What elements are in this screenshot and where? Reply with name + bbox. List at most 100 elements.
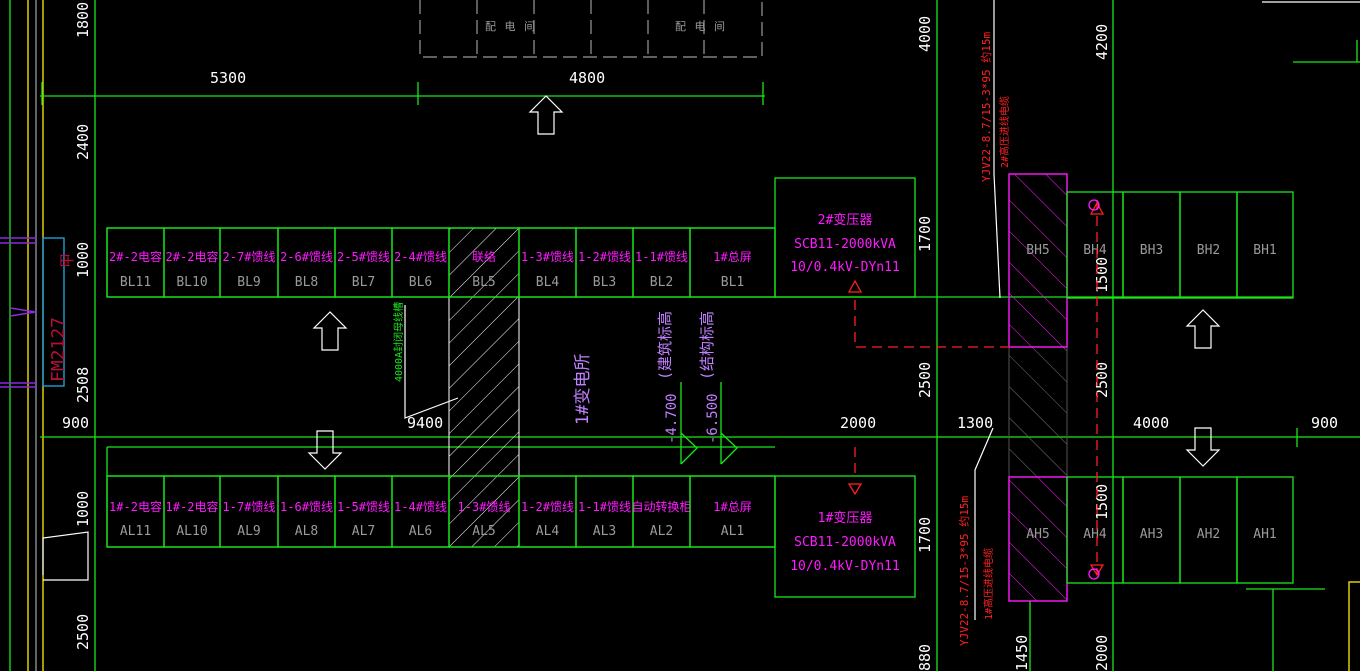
- level-markers: [680, 382, 738, 465]
- hv-cabinet-bh1[interactable]: BH1: [1236, 191, 1294, 299]
- dim-2500-right: 2500: [916, 362, 934, 398]
- hv-cabinet-ah3[interactable]: AH3: [1122, 476, 1181, 584]
- dim-2500-right-b: 2500: [1093, 362, 1111, 398]
- dim-1300: 1300: [957, 414, 993, 432]
- panel-name: 1-1#馈线: [578, 500, 631, 514]
- arrow-up-icon: [1185, 309, 1221, 349]
- busway-label: 4000A封闭母线槽: [392, 302, 405, 382]
- panel-id: BL4: [536, 275, 560, 290]
- dim-1000-top: 1000: [74, 242, 92, 278]
- panel-name: 2-7#馈线: [223, 250, 276, 264]
- panel-name: 2#-2电容: [109, 249, 162, 264]
- dimension-lines: [40, 82, 1360, 447]
- dim-1450: 1450: [1013, 635, 1031, 671]
- low-voltage-row-a: 1#-2电容AL111#-2电容AL101-7#馈线AL91-6#馈线AL81-…: [106, 475, 776, 548]
- hv-outline: [1008, 476, 1068, 602]
- struct-level-label: (结构标高: [698, 311, 716, 380]
- dim-1800: 1800: [74, 2, 92, 38]
- hv-cabinet-bh3[interactable]: BH3: [1122, 191, 1181, 299]
- arrow-down-icon: [1185, 427, 1221, 467]
- dim-1700-top: 1700: [916, 216, 934, 252]
- hv-cabinet-ah5[interactable]: AH5: [1008, 476, 1068, 602]
- panel-cell-bl4[interactable]: 1-3#馈线 BL4: [518, 227, 577, 298]
- panel-id: BL10: [176, 275, 207, 290]
- dim-9400: 9400: [407, 414, 443, 432]
- transformer-1-spec: 10/0.4kV-DYn11: [790, 559, 900, 574]
- panel-cell-bl11[interactable]: 2#-2电容 BL11: [106, 227, 165, 298]
- panel-cell-bl7[interactable]: 2-5#馈线 BL7: [334, 227, 393, 298]
- hv-cabinet-ah1[interactable]: AH1: [1236, 476, 1294, 584]
- arrow-up-icon: [312, 311, 348, 351]
- panel-id: AL8: [295, 524, 318, 539]
- hv-cabinet-ah2[interactable]: AH2: [1179, 476, 1238, 584]
- panel-cell-bl5[interactable]: 联络 BL5: [448, 227, 520, 298]
- panel-id: BL11: [120, 275, 151, 290]
- transformer-2-model: SCB11-2000kVA: [794, 237, 896, 252]
- panel-id: AL5: [472, 524, 495, 539]
- panel-name: 1-4#馈线: [394, 500, 447, 514]
- transformer-1-model: SCB11-2000kVA: [794, 535, 896, 550]
- transformer-1[interactable]: 1#变压器 SCB11-2000kVA 10/0.4kV-DYn11: [774, 475, 916, 598]
- panel-name: 1-3#馈线: [521, 250, 574, 264]
- struct-level-value: -6.500: [705, 393, 721, 444]
- panel-name: 1#-2电容: [166, 499, 219, 514]
- hv-outline: [1008, 173, 1068, 348]
- cable-down-marker: [847, 483, 863, 496]
- dim-1700-bottom: 1700: [916, 517, 934, 553]
- panel-id: BL8: [295, 275, 318, 290]
- dim-1500-top: 1500: [1093, 257, 1111, 293]
- panel-name: 1-7#馈线: [223, 500, 276, 514]
- hv-id: AH1: [1253, 527, 1276, 542]
- panel-id: BL9: [237, 275, 260, 290]
- panel-id: BL5: [472, 275, 495, 290]
- dim-2508: 2508: [74, 367, 92, 403]
- panel-id: BL7: [352, 275, 375, 290]
- hv-id: AH5: [1026, 527, 1049, 542]
- panel-id: AL7: [352, 524, 375, 539]
- panel-name: 2-6#馈线: [280, 250, 333, 264]
- dim-1500-bottom: 1500: [1093, 484, 1111, 520]
- panel-name: 联络: [472, 249, 496, 264]
- panel-name: 1#-2电容: [109, 499, 162, 514]
- panel-id: AL4: [536, 524, 560, 539]
- panel-cell-bl9[interactable]: 2-7#馈线 BL9: [219, 227, 279, 298]
- panel-name: 2-5#馈线: [337, 250, 390, 264]
- panel-cell-bl8[interactable]: 2-6#馈线 BL8: [277, 227, 336, 298]
- cable-label-top: 2#高压进线电缆: [998, 96, 1011, 168]
- hv-cabinet-bh5[interactable]: BH5: [1008, 173, 1068, 348]
- dim-4800: 4800: [569, 69, 605, 87]
- hv-id: AH2: [1197, 527, 1220, 542]
- transformer-2[interactable]: 2#变压器 SCB11-2000kVA 10/0.4kV-DYn11: [774, 177, 916, 298]
- cable-up-marker: [847, 279, 863, 293]
- upper-room-outline: [419, 0, 1360, 58]
- panel-name: 1-1#馈线: [635, 250, 688, 264]
- busway-leader: [404, 305, 459, 419]
- panel-name: 1-3#馈线: [458, 500, 511, 514]
- panel-cell-al9[interactable]: 1-7#馈线 AL9: [219, 475, 279, 548]
- dim-4000: 4000: [1133, 414, 1169, 432]
- dim-880: 880: [916, 644, 934, 671]
- hv-outline: [1236, 191, 1294, 299]
- panel-cell-al8[interactable]: 1-6#馈线 AL8: [277, 475, 336, 548]
- hv-cabinet-bh2[interactable]: BH2: [1179, 191, 1238, 299]
- transformer-2-spec: 10/0.4kV-DYn11: [790, 260, 900, 275]
- panel-id: AL9: [237, 524, 260, 539]
- panel-name: 自动转换柜: [631, 499, 691, 514]
- left-wall-structure: [0, 0, 89, 671]
- panel-name: 1-6#馈线: [280, 500, 333, 514]
- dim-2000: 2000: [840, 414, 876, 432]
